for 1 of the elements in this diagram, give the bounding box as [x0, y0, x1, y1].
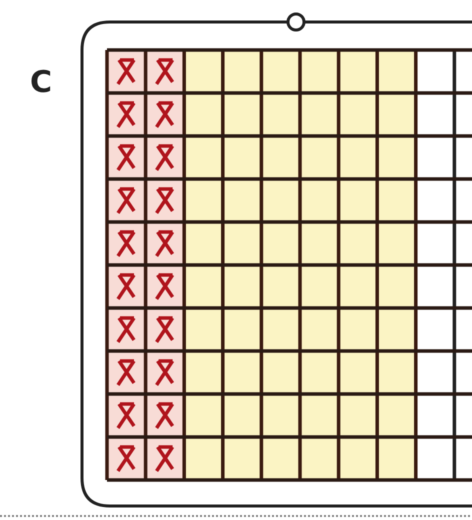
panel-label: C	[30, 66, 52, 100]
